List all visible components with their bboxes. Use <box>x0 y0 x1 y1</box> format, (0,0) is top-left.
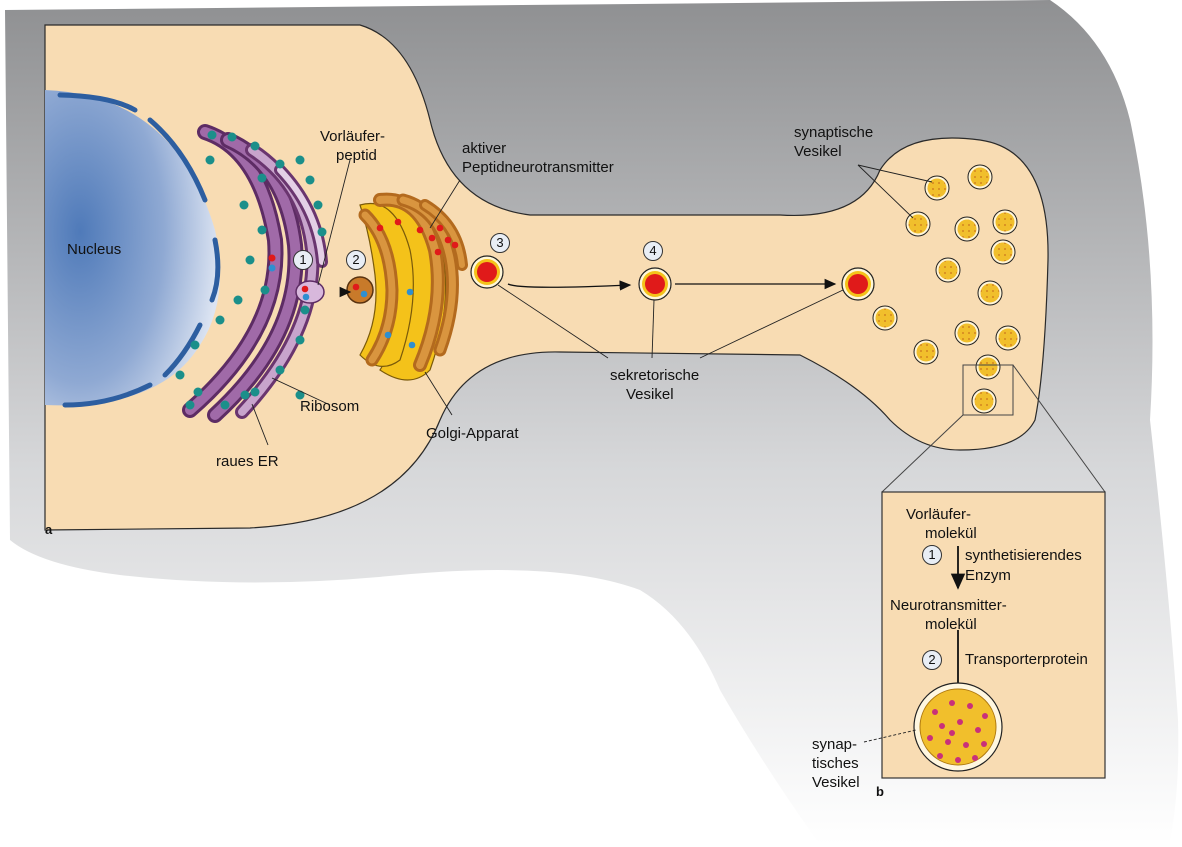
enzyme-label-1: synthetisierendes <box>965 547 1082 564</box>
secretory-vesicle-3 <box>470 255 504 289</box>
neurotransmitter-label-2: molekül <box>925 616 977 633</box>
inset-synaptic-vesicle <box>913 682 1003 772</box>
rough-er-label: raues ER <box>216 453 279 470</box>
zoom-lines <box>881 364 1106 493</box>
inset-step-1-marker: 1 <box>922 545 942 565</box>
secretory-vesicle-label-2: Vesikel <box>626 386 674 403</box>
synaptic-vesicle-label-1: synaptische <box>794 124 874 141</box>
rough-er <box>182 124 328 423</box>
ribosomes <box>175 130 327 410</box>
active-peptide-label-1: aktiver <box>462 140 507 157</box>
transport-vesicle <box>346 276 374 304</box>
panel-a-label: a <box>45 522 53 537</box>
step-3-marker: 3 <box>490 233 510 253</box>
precursor-peptide-label-2: peptid <box>336 147 377 164</box>
secretory-vesicle-label-1: sekretorische <box>610 367 700 384</box>
zoom-region <box>962 364 1014 416</box>
step-1-marker: 1 <box>293 250 313 270</box>
transporter-label: Transporterprotein <box>965 651 1088 668</box>
golgi-apparatus <box>358 192 468 381</box>
enzyme-label-2: Enzym <box>965 567 1011 584</box>
inset-vesicle-label-3: Vesikel <box>812 774 860 791</box>
inset-vesicle-label-2: tisches <box>812 755 859 772</box>
panel-b-label: b <box>876 784 884 799</box>
synaptic-vesicles <box>872 164 1021 414</box>
secretory-vesicle-4 <box>638 267 672 301</box>
cell-outline <box>44 24 1049 531</box>
nucleus <box>45 90 220 406</box>
leader-lines <box>251 159 933 743</box>
inset-precursor-label-1: Vorläufer- <box>906 506 972 523</box>
transport-arrows <box>339 278 837 298</box>
synaptic-vesicle-label-2: Vesikel <box>794 143 842 160</box>
nuclear-envelope <box>57 92 221 408</box>
ribosome-label: Ribosom <box>300 398 360 415</box>
golgi-label: Golgi-Apparat <box>426 425 519 442</box>
step-4-marker: 4 <box>643 241 663 261</box>
inset-step-2-marker: 2 <box>922 650 942 670</box>
golgi-peptides <box>376 218 459 349</box>
inset-vesicle-label-1: synap- <box>812 736 858 753</box>
er-bud-vesicle <box>295 280 325 304</box>
precursor-peptide-label-1: Vorläufer- <box>320 128 386 145</box>
secretory-vesicle-terminal <box>841 267 875 301</box>
neurotransmitter-label-1: Neurotransmitter- <box>890 597 1007 614</box>
active-peptide-label-2: Peptidneurotransmitter <box>462 159 614 176</box>
er-peptides <box>268 254 276 272</box>
nucleus-label: Nucleus <box>67 241 122 258</box>
step-2-marker: 2 <box>346 250 366 270</box>
inset-precursor-label-2: molekül <box>925 525 977 542</box>
